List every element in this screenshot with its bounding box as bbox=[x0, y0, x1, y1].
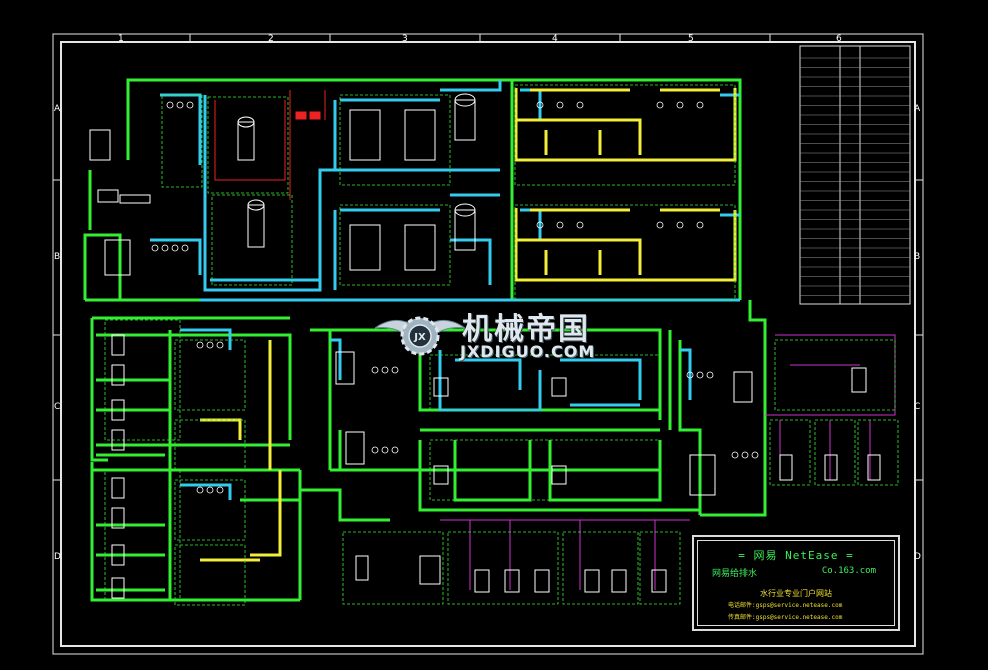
grid-letter-b-right: B bbox=[914, 252, 921, 262]
pump-symbols bbox=[151, 101, 759, 494]
red-pipes bbox=[214, 90, 326, 200]
yellow-pipes bbox=[200, 88, 737, 562]
pump-symbol bbox=[391, 366, 399, 374]
pump-symbol bbox=[576, 221, 584, 229]
grid-letter-d: D bbox=[54, 552, 61, 562]
pump-symbol bbox=[686, 371, 694, 379]
grid-number-6: 6 bbox=[836, 34, 842, 44]
legend-rows bbox=[800, 57, 910, 296]
title-block-brand: = 网易 NetEase = bbox=[738, 549, 854, 562]
watermark: JX 机械帝国 JXDIGUO.COM bbox=[370, 300, 650, 370]
title-block-subtitle: 水行业专业门户网站 bbox=[760, 589, 832, 598]
grid-letter-a-right: A bbox=[914, 104, 921, 114]
pump-symbol bbox=[161, 244, 169, 252]
module-boxes bbox=[104, 84, 899, 606]
pump-symbol bbox=[166, 101, 174, 109]
title-block-inner-frame bbox=[697, 540, 895, 626]
grid-number-1: 1 bbox=[118, 34, 124, 44]
pump-symbol bbox=[381, 446, 389, 454]
pump-symbol bbox=[751, 451, 759, 459]
pump-symbol bbox=[171, 244, 179, 252]
pump-symbol bbox=[196, 341, 204, 349]
pump-symbol bbox=[556, 101, 564, 109]
pump-symbol bbox=[151, 244, 159, 252]
pump-symbol bbox=[196, 486, 204, 494]
pump-symbol bbox=[536, 221, 544, 229]
pump-symbol bbox=[206, 341, 214, 349]
equipment bbox=[89, 93, 881, 593]
pump-symbol bbox=[186, 101, 194, 109]
grid-number-4: 4 bbox=[552, 34, 558, 44]
pump-symbol bbox=[741, 451, 749, 459]
pump-symbol bbox=[536, 101, 544, 109]
grid-letter-b: B bbox=[54, 252, 61, 262]
pump-symbol bbox=[676, 221, 684, 229]
grid-number-2: 2 bbox=[268, 34, 274, 44]
title-block-contact-1: 电话邮件:gsps@service.netease.com bbox=[728, 602, 843, 609]
pump-symbol bbox=[556, 221, 564, 229]
pump-symbol bbox=[576, 101, 584, 109]
watermark-url: JXDIGUO.COM bbox=[460, 342, 596, 361]
grid-letter-c: C bbox=[54, 402, 61, 412]
pump-symbol bbox=[731, 451, 739, 459]
inner-frame bbox=[60, 41, 916, 647]
outer-frame bbox=[52, 33, 924, 655]
watermark-badge-text: JX bbox=[413, 332, 426, 343]
pump-symbol bbox=[206, 486, 214, 494]
pump-symbol bbox=[216, 486, 224, 494]
grid-letter-d-right: D bbox=[914, 552, 921, 562]
frame-ticks bbox=[53, 34, 923, 481]
grid-number-3: 3 bbox=[402, 34, 408, 44]
pump-symbol bbox=[181, 244, 189, 252]
pump-symbol bbox=[216, 341, 224, 349]
pump-symbol bbox=[696, 101, 704, 109]
watermark-title: 机械帝国 bbox=[462, 312, 590, 347]
title-block-contact-2: 传真邮件:gsps@service.netease.com bbox=[728, 614, 843, 621]
pump-symbol bbox=[176, 101, 184, 109]
pump-symbol bbox=[706, 371, 714, 379]
pump-symbol bbox=[391, 446, 399, 454]
filter-vessels bbox=[111, 334, 125, 599]
pump-symbol bbox=[676, 101, 684, 109]
grid-letter-c-right: C bbox=[914, 402, 921, 412]
pump-symbol bbox=[656, 101, 664, 109]
gear-wings-icon: JX bbox=[374, 316, 466, 356]
grid-number-5: 5 bbox=[688, 34, 694, 44]
grid-letter-a: A bbox=[54, 104, 61, 114]
pump-symbol bbox=[696, 221, 704, 229]
title-block: = 网易 NetEase = 网易给排水 Co.163.com 水行业专业门户网… bbox=[692, 535, 900, 631]
pump-symbol bbox=[371, 446, 379, 454]
title-block-channel: 网易给排水 bbox=[712, 569, 758, 579]
pump-symbol bbox=[381, 366, 389, 374]
pump-symbol bbox=[696, 371, 704, 379]
title-block-domain: Co.163.com bbox=[821, 566, 876, 576]
legend-table bbox=[799, 45, 911, 305]
pump-symbol bbox=[656, 221, 664, 229]
pump-symbol bbox=[371, 366, 379, 374]
